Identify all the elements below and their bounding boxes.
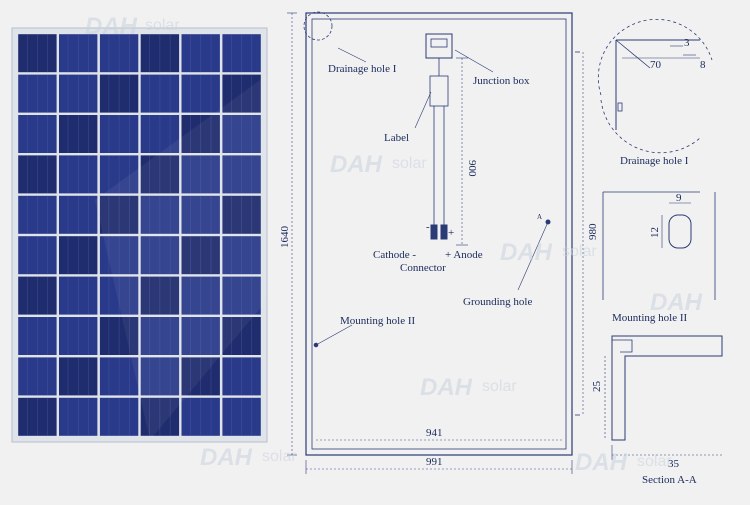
leader-drainage xyxy=(337,47,367,63)
mount-spacing-dimension: 980 xyxy=(587,223,599,240)
drainage-dim-8: 8 xyxy=(700,59,706,71)
solar-panel-image xyxy=(11,27,268,443)
mounting-hole-detail xyxy=(602,191,716,300)
leader-mounting xyxy=(315,324,353,346)
module-inner-frame xyxy=(311,18,567,450)
section-detail-title: Section A-A xyxy=(642,474,697,486)
watermark-suffix: solar xyxy=(145,17,180,34)
watermark-logo: DAH xyxy=(420,374,473,401)
panel-cell-grid xyxy=(18,34,261,436)
drainage-dim-70: 70 xyxy=(650,59,662,71)
width-dimension: 991 xyxy=(426,456,443,468)
cathode-label: Cathode - xyxy=(373,249,416,261)
watermark-logo: DAH xyxy=(500,239,553,266)
height-dimension: 1640 xyxy=(279,226,291,249)
minus-sign: - xyxy=(426,221,430,233)
junction-box-label: Junction box xyxy=(473,75,530,87)
watermark-suffix: solar xyxy=(392,155,427,172)
cathode-connector xyxy=(430,224,438,240)
section-dim-35: 35 xyxy=(668,458,680,470)
watermark-suffix: solar xyxy=(262,448,297,465)
section-dim-25: 25 xyxy=(591,381,603,393)
watermark-suffix: solar xyxy=(637,453,672,470)
cable-length-dimension: 900 xyxy=(466,160,478,177)
module-outer-frame xyxy=(305,12,573,456)
section-aa-detail xyxy=(604,335,723,460)
leader-label xyxy=(414,91,432,129)
watermark-logo: DAH xyxy=(650,289,703,316)
grounding-hole-label: Grounding hole xyxy=(463,296,532,308)
section-marker: A xyxy=(537,213,542,221)
drainage-hole-detail xyxy=(597,18,713,154)
watermark-group: DAH solar DAH solar DAH solar DAH solar … xyxy=(85,13,703,476)
watermark-suffix: solar xyxy=(482,378,517,395)
connector-label: Connector xyxy=(400,262,446,274)
anode-label: + Anode xyxy=(445,249,483,261)
module-outline-drawing xyxy=(287,11,584,474)
drainage-detail-callout xyxy=(303,11,333,41)
mounting-hole-label: Mounting hole II xyxy=(340,315,415,327)
watermark-logo: DAH xyxy=(85,13,138,40)
watermark-logo: DAH xyxy=(575,449,628,476)
watermark-suffix: solar xyxy=(562,243,597,260)
junction-box-connector xyxy=(430,38,448,48)
watermark-logo: DAH xyxy=(200,444,253,471)
drainage-dim-3: 3 xyxy=(684,37,690,49)
label-caption: Label xyxy=(384,132,409,144)
leader-grounding xyxy=(517,221,549,291)
label-plate xyxy=(429,75,449,107)
mounting-dim-9: 9 xyxy=(676,192,682,204)
panel-glare xyxy=(95,75,267,440)
drainage-hole-label: Drainage hole I xyxy=(328,63,397,75)
plus-sign: + xyxy=(448,227,454,239)
drainage-detail-title: Drainage hole I xyxy=(620,155,689,167)
watermark-logo: DAH xyxy=(330,151,383,178)
junction-box-shape xyxy=(425,33,453,59)
mounting-detail-title: Mounting hole II xyxy=(612,312,687,324)
mounting-dim-12: 12 xyxy=(649,227,661,238)
inner-width-dimension: 941 xyxy=(426,427,443,439)
anode-connector xyxy=(440,224,448,240)
leader-junction xyxy=(454,49,494,73)
